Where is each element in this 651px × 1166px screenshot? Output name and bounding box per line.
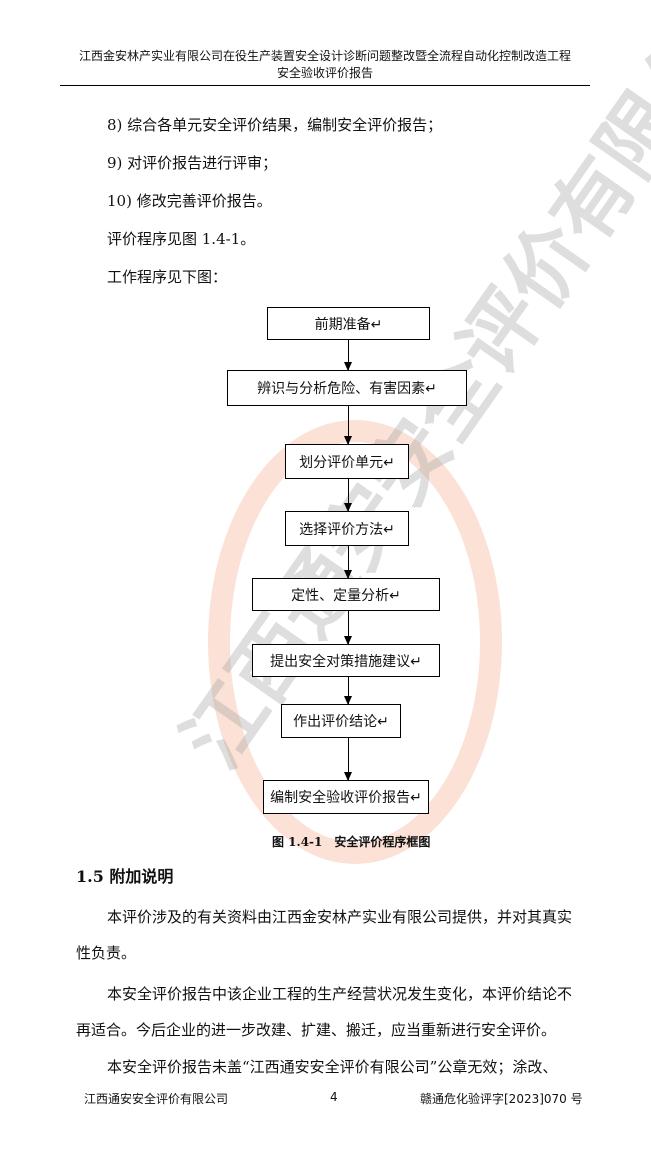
paragraph-3-line-1: 本安全评价报告未盖“江西通安安全评价有限公司”公章无效；涂改、 (107, 1058, 558, 1076)
flow-arrow-2 (344, 406, 352, 445)
flow-box-unit-division: 划分评价单元↵ (285, 444, 409, 479)
footer-document-number: 赣通危化验评字[2023]070 号 (420, 1092, 583, 1106)
flow-arrow-6 (344, 677, 352, 705)
section-title: 1.5 附加说明 (76, 867, 174, 886)
flow-box-safety-measures: 提出安全对策措施建议↵ (252, 644, 440, 677)
footer-page-number: 4 (330, 1090, 338, 1104)
figure-reference: 评价程序见图 1.4-1。 (107, 230, 256, 248)
flow-arrow-4 (344, 546, 352, 579)
work-procedure-intro: 工作程序见下图： (107, 268, 228, 286)
flow-box-method-selection: 选择评价方法↵ (285, 511, 409, 546)
header-line-2: 安全验收评价报告 (276, 66, 373, 80)
page-header: 江西金安林产实业有限公司在役生产装置安全设计诊断问题整改暨全流程自动化控制改造工… (60, 48, 590, 82)
paragraph-1-line-1: 本评价涉及的有关资料由江西金安林产实业有限公司提供，并对其真实 (107, 908, 573, 926)
flow-arrow-5 (344, 611, 352, 645)
header-divider (60, 85, 590, 86)
flow-arrow-7 (344, 738, 352, 781)
flow-box-analysis: 定性、定量分析↵ (252, 578, 440, 611)
flow-box-report: 编制安全验收评价报告↵ (263, 780, 429, 814)
paragraph-1-line-2: 性负责。 (76, 944, 137, 962)
paragraph-2-line-2: 再适合。今后企业的进一步改建、扩建、搬迁，应当重新进行安全评价。 (76, 1021, 557, 1039)
footer-company: 江西通安安全评价有限公司 (84, 1092, 229, 1106)
flow-box-preparation: 前期准备↵ (267, 307, 430, 340)
flow-arrow-3 (344, 479, 352, 512)
flow-box-conclusion: 作出评价结论↵ (281, 704, 401, 738)
step-line-10: 10) 修改完善评价报告。 (107, 192, 272, 210)
header-line-1: 江西金安林产实业有限公司在役生产装置安全设计诊断问题整改暨全流程自动化控制改造工… (78, 49, 571, 63)
paragraph-2-line-1: 本安全评价报告中该企业工程的生产经营状况发生变化，本评价结论不 (107, 985, 573, 1003)
flow-arrow-1 (344, 340, 352, 371)
flow-box-hazard-identification: 辨识与分析危险、有害因素↵ (227, 370, 467, 406)
step-line-8: 8) 综合各单元安全评价结果，编制安全评价报告； (107, 116, 443, 134)
figure-caption: 图 1.4-1 安全评价程序框图 (272, 835, 431, 849)
step-line-9: 9) 对评价报告进行评审； (107, 154, 278, 172)
